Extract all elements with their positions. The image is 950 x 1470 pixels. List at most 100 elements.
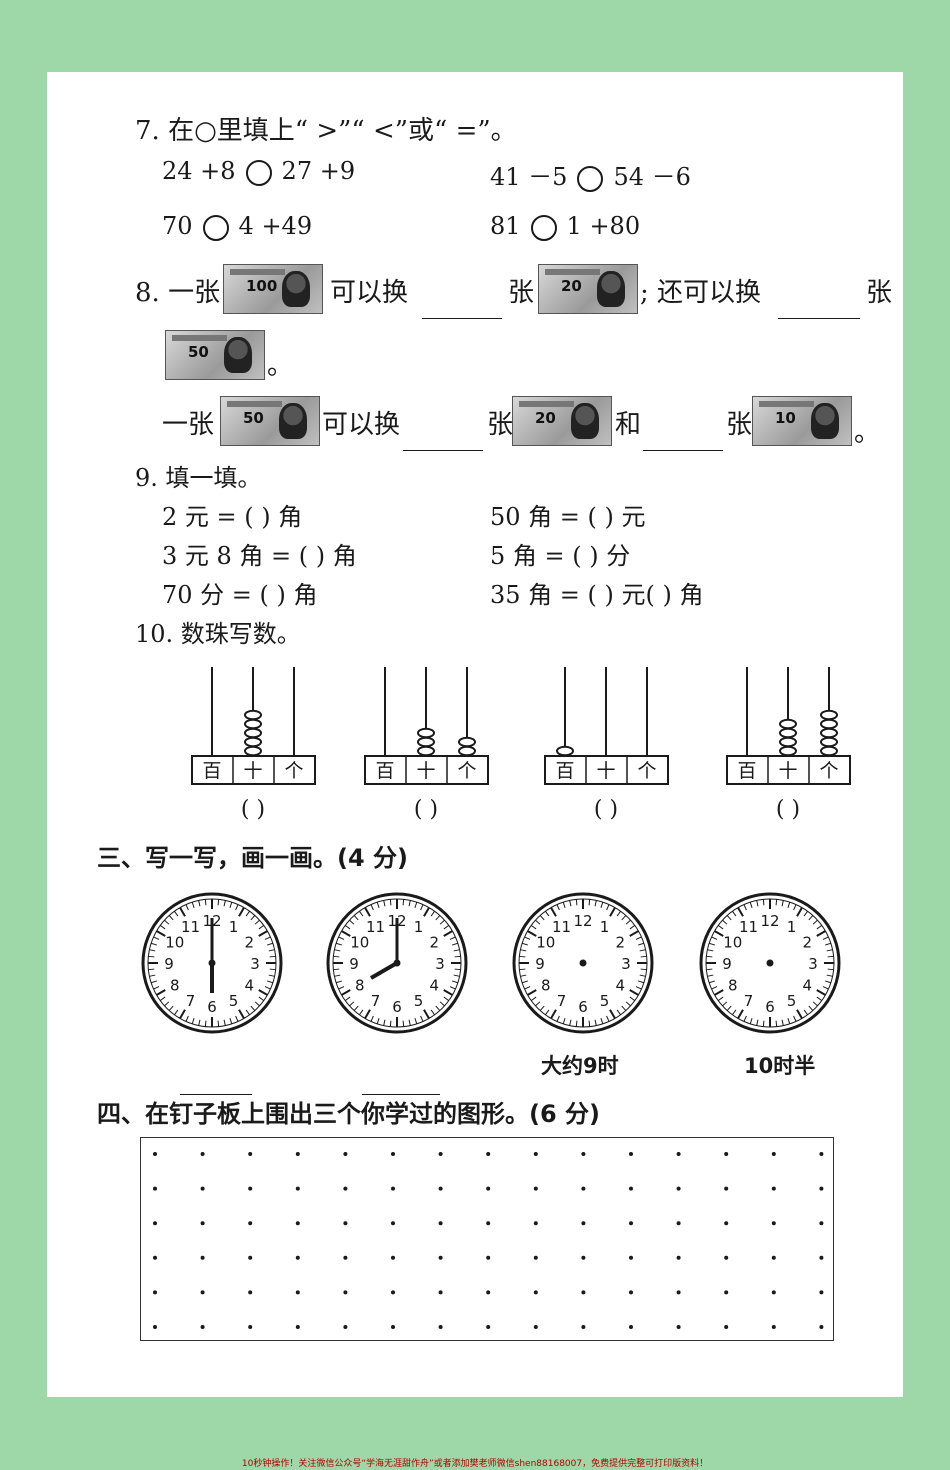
clock-tick	[344, 924, 351, 930]
clock-tick	[816, 924, 823, 930]
peg-dot	[771, 1290, 776, 1295]
clock-tick	[430, 910, 436, 917]
compare-circle[interactable]	[202, 214, 229, 241]
peg-dot	[771, 1221, 776, 1226]
clock-tick	[600, 901, 604, 908]
clock-tick	[539, 1005, 545, 1011]
q9-item-3[interactable]: 3 元 8 角 = ( ) 角	[162, 542, 357, 570]
abacus-bead	[244, 727, 262, 739]
peg-dot	[200, 1152, 205, 1156]
q8-line3-end: 。	[854, 418, 881, 448]
clock-tick	[520, 949, 527, 952]
clock-numeral: 3	[621, 955, 631, 973]
clock-tick	[550, 1009, 557, 1019]
clock-tick	[164, 1001, 170, 1007]
clock-center	[579, 959, 587, 967]
compare-circle[interactable]	[530, 214, 557, 241]
clock-tick	[264, 986, 271, 990]
clock-tick	[267, 942, 274, 946]
q9-item-1[interactable]: 2 元 = ( ) 角	[162, 503, 303, 531]
clock-tick	[803, 1009, 809, 1016]
clock-tick	[781, 1019, 784, 1026]
abacus-answer-paren: ( )	[594, 797, 618, 822]
clock-tick	[722, 1001, 728, 1007]
clock-tick	[258, 930, 268, 937]
clock-tick	[443, 930, 453, 937]
clock-1-answer-line[interactable]	[180, 1076, 252, 1095]
peg-dot	[343, 1290, 348, 1295]
q8-blank-1[interactable]	[422, 300, 502, 319]
peg-dot	[676, 1186, 681, 1191]
clock-tick	[185, 1015, 189, 1022]
portrait-icon	[811, 403, 839, 439]
q8-label-e: 张	[866, 278, 893, 308]
q8-blank-2[interactable]	[778, 300, 860, 319]
clock-tick	[796, 1009, 803, 1019]
clock-tick	[808, 915, 814, 921]
clock-numeral: 2	[615, 934, 625, 952]
clock-tick	[521, 942, 528, 946]
pegboard[interactable]	[140, 1137, 834, 1341]
clock-numeral: 8	[541, 977, 551, 995]
peg-dot	[391, 1290, 395, 1295]
clock-tick	[544, 910, 550, 917]
clock-tick	[737, 1009, 744, 1019]
peg-dot	[391, 1186, 395, 1191]
q8-label-d: ; 还可以换	[640, 278, 762, 308]
abacus-bead	[458, 745, 476, 757]
clock-tick	[588, 1020, 591, 1027]
portrait-icon	[279, 403, 307, 439]
peg-dot	[343, 1221, 348, 1226]
abacus-bead	[820, 727, 838, 739]
clock-tick	[454, 955, 461, 958]
clock-tick	[150, 942, 157, 946]
clock-2-answer-line[interactable]	[362, 1076, 440, 1095]
clock-tick	[333, 968, 340, 971]
q9-item-2[interactable]: 50 角 = ( ) 元	[490, 503, 646, 531]
peg-dot	[486, 1255, 491, 1260]
portrait-icon	[597, 271, 625, 307]
peg-dot	[629, 1255, 633, 1260]
clock-numeral: 6	[207, 998, 217, 1016]
clock-tick	[520, 974, 527, 977]
clock-tick	[168, 1005, 174, 1011]
clock-tick	[159, 996, 166, 1002]
clock-tick	[238, 907, 245, 917]
clock-tick	[826, 949, 833, 952]
clock-numeral: 3	[435, 955, 445, 973]
q8-blank-4[interactable]	[643, 432, 723, 451]
q8-line3-a: 一张	[162, 410, 215, 440]
clock-tick	[148, 968, 155, 971]
clock-tick	[341, 989, 351, 996]
q9-item-6[interactable]: 35 角 = ( ) 元( ) 角	[490, 581, 704, 609]
compare-circle[interactable]	[245, 159, 272, 186]
clock-tick	[353, 915, 359, 921]
peg-dot	[200, 1325, 205, 1329]
clock-tick	[535, 1001, 541, 1007]
clock-tick	[258, 989, 268, 996]
clock-numeral: 5	[787, 992, 797, 1010]
q8-blank-3[interactable]	[403, 432, 483, 451]
clock-numeral: 8	[728, 977, 738, 995]
peg-dot	[153, 1290, 157, 1295]
q9-item-4[interactable]: 5 角 = ( ) 分	[490, 542, 631, 570]
peg-dot	[486, 1186, 491, 1191]
banknote-100: 100	[223, 264, 323, 314]
portrait-icon	[282, 271, 310, 307]
q9-item-5[interactable]: 70 分 = ( ) 角	[162, 581, 318, 609]
clock-tick	[191, 901, 195, 908]
clock-tick	[402, 1020, 405, 1027]
clock-tick	[267, 980, 274, 984]
peg-dot	[533, 1186, 538, 1191]
peg-dot	[438, 1325, 443, 1329]
compare-circle[interactable]	[577, 165, 604, 192]
clock-tick	[149, 949, 156, 952]
peg-dot	[819, 1290, 824, 1295]
clock-tick	[238, 1009, 245, 1019]
clock-tick	[827, 968, 834, 971]
clock-tick	[638, 980, 645, 984]
clock-tick	[524, 986, 531, 990]
abacus-base	[544, 755, 669, 785]
clock-tick	[731, 1009, 737, 1016]
section4-title: 四、在钉子板上围出三个你学过的图形。(6 分)	[97, 1100, 600, 1128]
